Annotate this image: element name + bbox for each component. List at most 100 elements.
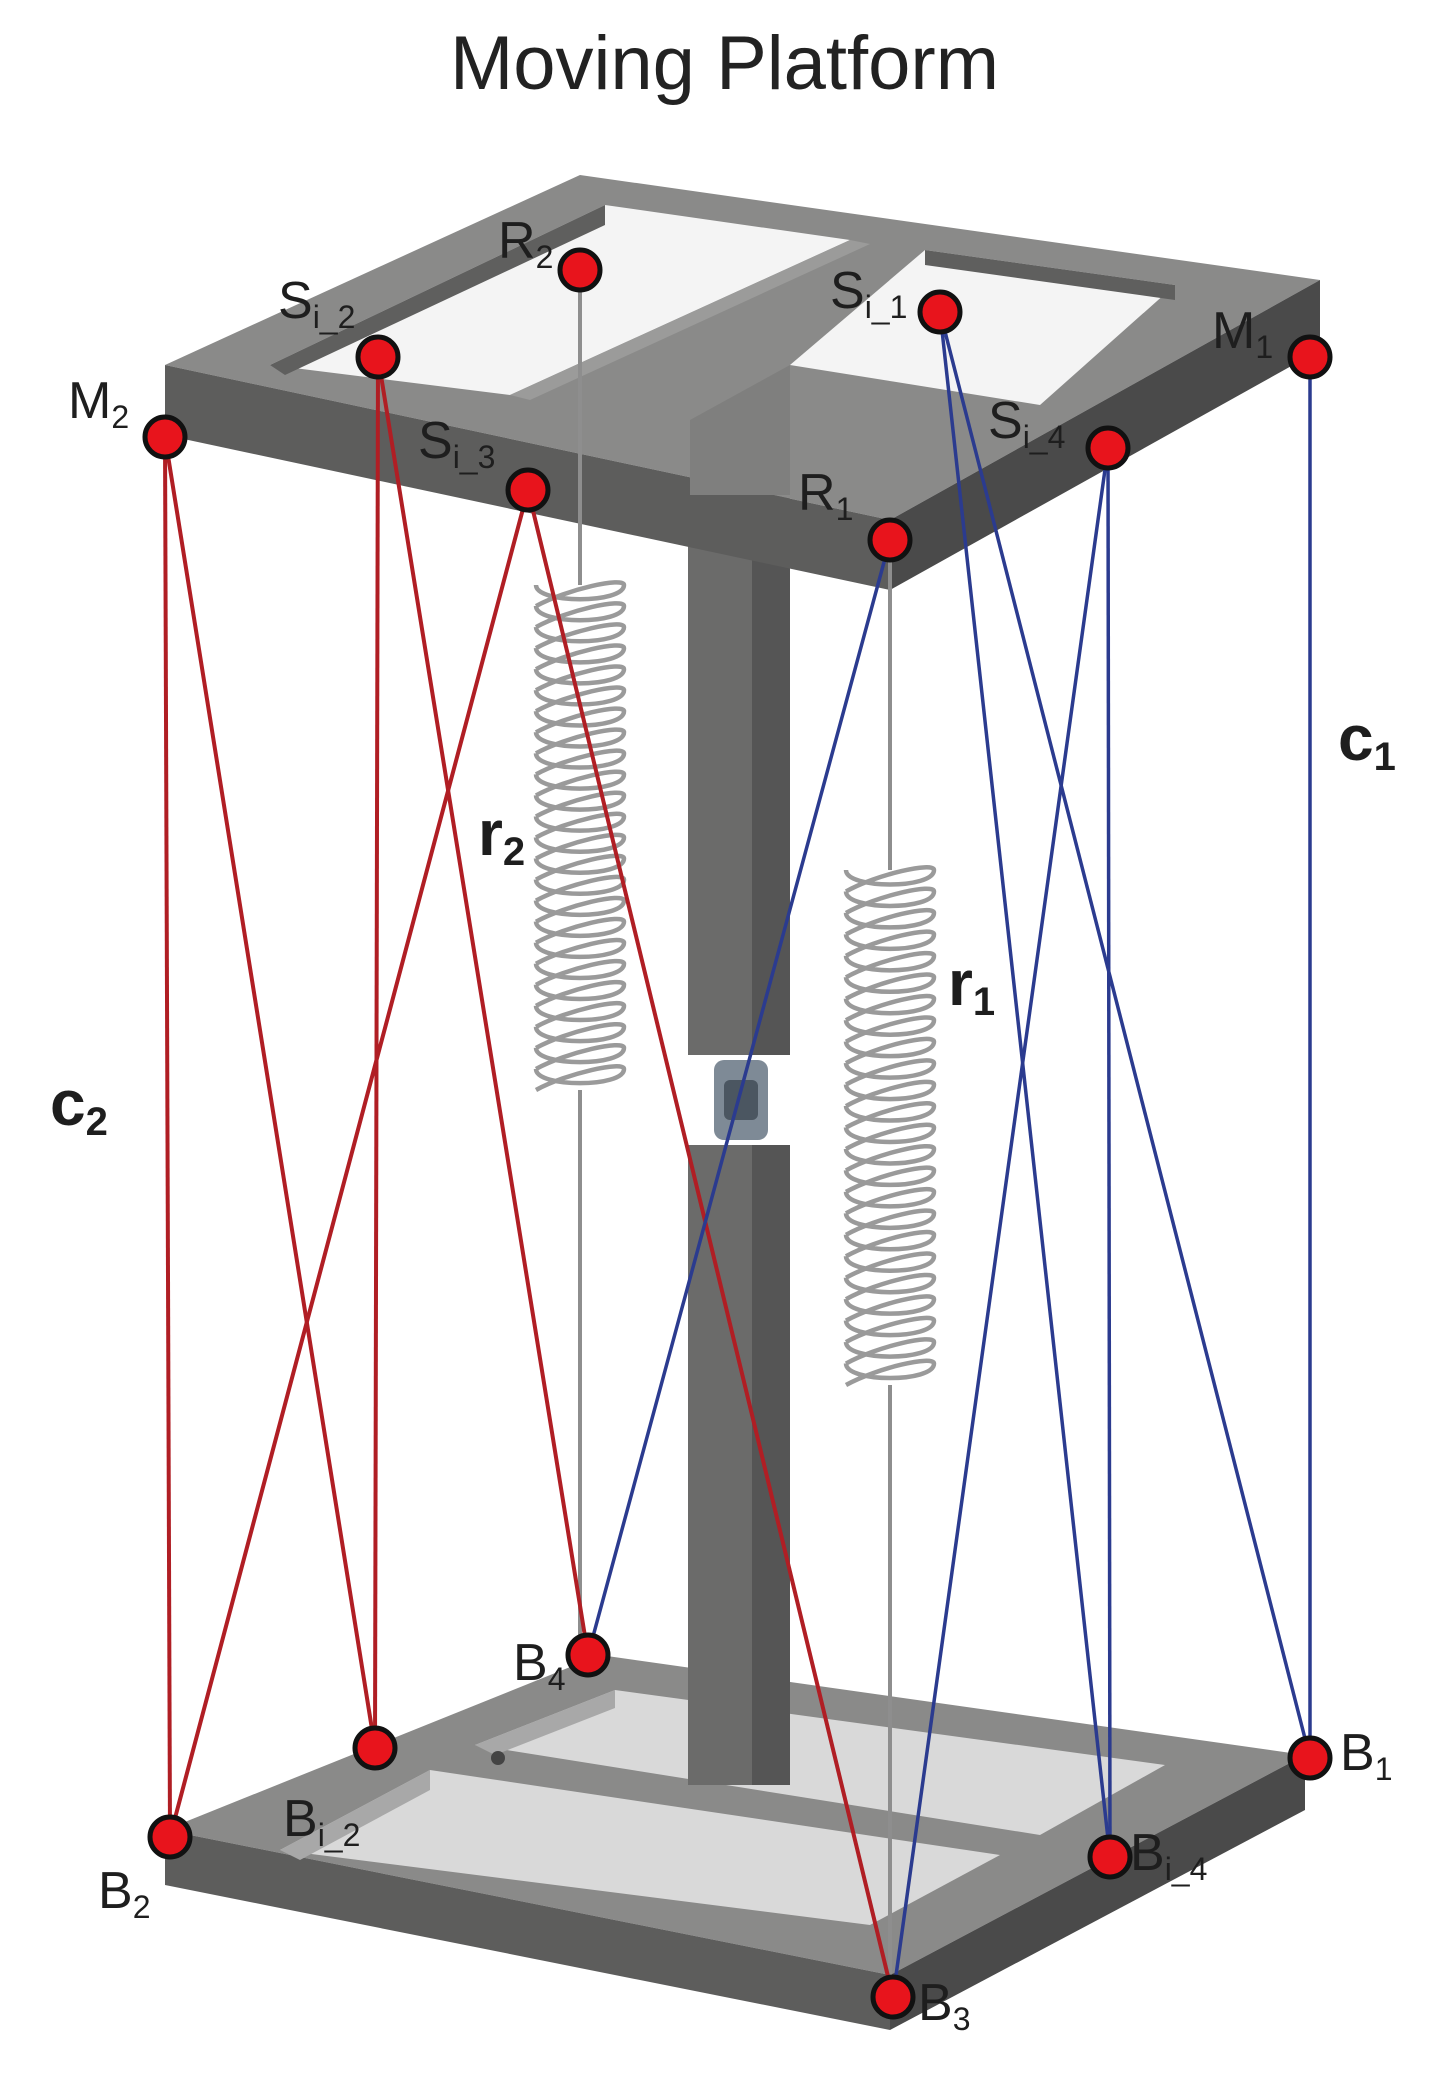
- element-labels: c1 c2 r1 r2: [50, 702, 1396, 1144]
- spring-r2-coil: [533, 790, 627, 819]
- spring-r2-coil: [533, 622, 627, 651]
- spring-r1-coil: [843, 1315, 937, 1345]
- spring-r1-coil: [843, 865, 937, 894]
- platform-window-left: [270, 205, 850, 395]
- node-Bi4: [1087, 1834, 1133, 1880]
- spring-r1: [843, 540, 937, 1997]
- node-R2: [557, 247, 603, 293]
- spring-r2-coil: [533, 1000, 627, 1029]
- window-right-wall: [925, 250, 1175, 300]
- base-bolt-hole: [491, 1751, 505, 1765]
- node-Si3: [505, 467, 551, 513]
- label-M2: M2: [68, 372, 129, 435]
- label-c1: c1: [1338, 702, 1396, 779]
- moving-platform: [165, 175, 1320, 590]
- platform-top-face: [165, 175, 1320, 520]
- node-M2: [142, 414, 188, 460]
- cable-M2-Bi2: [163, 436, 377, 1749]
- diagram-title: Moving Platform: [449, 21, 1000, 106]
- label-Bi4: Bi_4: [1130, 1824, 1207, 1887]
- base-cutout-shadow: [280, 1770, 430, 1860]
- spring-r1-coil: [843, 929, 937, 958]
- label-B1: B1: [1340, 1724, 1392, 1787]
- universal-joint-core: [724, 1080, 758, 1120]
- node-Si1: [917, 289, 963, 335]
- label-r1: r1: [948, 947, 995, 1024]
- spring-r1-coil: [843, 993, 937, 1023]
- post-upper-side: [752, 495, 790, 1055]
- node-B3: [870, 1974, 916, 2020]
- spring-r2-coil: [533, 769, 627, 798]
- cable-Si1-Bi4: [938, 311, 1112, 1858]
- cable-R1-B4: [586, 539, 892, 1656]
- spring-r1-coil: [843, 1144, 937, 1173]
- label-Si1: Si_1: [830, 262, 907, 325]
- base-platform: [165, 1655, 1305, 2030]
- spring-r1-coil: [843, 1294, 937, 1323]
- spring-r1-coil: [843, 1036, 937, 1066]
- spring-r2-coil: [533, 643, 627, 672]
- spring-r1-coil: [843, 1079, 937, 1109]
- nodes: [142, 247, 1333, 2020]
- label-B3: B3: [918, 1974, 970, 2037]
- label-r2: r2: [478, 797, 525, 874]
- spring-r2-coil: [533, 916, 627, 945]
- label-R1: R1: [798, 464, 853, 527]
- spring-r2-coil: [533, 979, 627, 1008]
- spring-r1-coil: [843, 1358, 937, 1387]
- spring-r2-coil: [533, 664, 627, 693]
- node-Bi2: [352, 1725, 398, 1771]
- node-B4: [565, 1632, 611, 1678]
- cable-Si3-B2: [168, 489, 530, 1838]
- label-B2: B2: [98, 1862, 150, 1925]
- spring-r2-coil: [533, 853, 627, 882]
- spring-r1-coil: [843, 886, 937, 915]
- spring-r1-coil: [843, 1251, 937, 1280]
- spring-r1-coil: [843, 1337, 937, 1366]
- cable-Si1-B1: [938, 311, 1312, 1759]
- base-top-face: [165, 1655, 1305, 1975]
- label-B4: B4: [513, 1634, 565, 1697]
- post-lower-side: [752, 1145, 790, 1785]
- spring-r2-coil: [533, 832, 627, 861]
- spring-r2-coil: [533, 748, 627, 777]
- spring-r1-coil: [843, 1058, 937, 1087]
- spring-r2-coil: [533, 937, 627, 966]
- spring-r1-coil: [843, 1208, 937, 1237]
- node-Si2: [355, 334, 401, 380]
- spring-r2: [533, 270, 627, 1655]
- cable-Si4-B3: [891, 447, 1110, 1998]
- node-labels: R2 Si_2 Si_1 M1 M2 Si_3 Si_4 R1 B4 Bi_2 …: [68, 212, 1392, 2037]
- platform-crossbar-shadow: [510, 240, 870, 400]
- node-B1: [1287, 1735, 1333, 1781]
- spring-r1-coil: [843, 950, 937, 980]
- spring-r2-coil: [533, 1064, 627, 1092]
- platform-spine: [690, 365, 790, 495]
- spring-r1-coil: [843, 908, 937, 937]
- node-R1: [867, 517, 913, 563]
- cable-Si4-Bi4: [1106, 447, 1112, 1858]
- spring-r2-coil: [533, 601, 627, 630]
- label-M1: M1: [1212, 302, 1273, 365]
- spring-r1-coil: [843, 1122, 937, 1151]
- spring-r1-coil: [843, 1101, 937, 1130]
- label-R2: R2: [498, 212, 553, 275]
- spring-r1-coil: [843, 1186, 937, 1216]
- label-Si4: Si_4: [988, 392, 1065, 455]
- spring-r1-coil: [843, 972, 937, 1001]
- node-M1: [1287, 334, 1333, 380]
- spring-r2-coil: [533, 1022, 627, 1050]
- cable-Si3-B3: [526, 489, 895, 1998]
- base-left-face: [165, 1830, 890, 2030]
- label-Bi2: Bi_2: [283, 1790, 360, 1853]
- label-Si2: Si_2: [278, 272, 355, 335]
- cable-M2-B2: [163, 436, 172, 1838]
- base-cutout-back: [475, 1690, 1165, 1835]
- cable-Si2-B4: [376, 356, 590, 1656]
- spring-r1-coil: [843, 1165, 937, 1194]
- node-Si4: [1085, 425, 1131, 471]
- central-post: [688, 495, 790, 1785]
- platform-window-right: [790, 250, 1175, 405]
- spring-r1-coil: [843, 1015, 937, 1044]
